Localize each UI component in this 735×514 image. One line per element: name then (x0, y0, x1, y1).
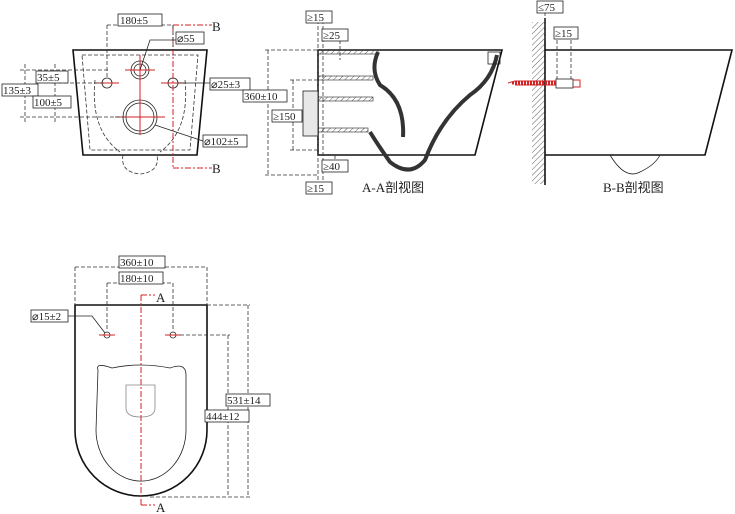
dim-aa-360: 360±10 (244, 91, 278, 103)
dim-top-360: 360±10 (120, 257, 154, 269)
seat-outline (95, 364, 187, 482)
dim-aa-150: ≥150 (273, 111, 296, 123)
section-bb-outline (545, 49, 734, 156)
dim-180-5: 180±5 (120, 15, 149, 27)
section-aa-caption: A-A剖视图 (362, 180, 424, 195)
section-aa-outline (317, 49, 504, 156)
dim-aa-15-top: ≥15 (307, 12, 325, 24)
dim-hole-102: ⌀102±5 (204, 136, 239, 148)
bowl-bottom-outline (122, 154, 158, 175)
dim-aa-15-bottom: ≥15 (307, 183, 325, 195)
dim-aa-40: ≥40 (323, 161, 341, 173)
dim-100-5: 100±5 (34, 97, 63, 109)
dim-444: 444±12 (206, 411, 240, 423)
dim-531: 531±14 (227, 395, 261, 407)
dim-35-5: 35±5 (37, 72, 60, 84)
bowl-section-wall (368, 54, 499, 172)
screw-icon (507, 79, 581, 88)
section-line-b (172, 24, 212, 169)
dim-bb-75: ≤75 (538, 2, 556, 14)
section-line-a (140, 294, 155, 506)
front-outline (72, 49, 208, 156)
section-bb-view: ≤75 ≥15 B-B剖视图 (507, 0, 734, 195)
section-b-top-label: B (212, 19, 221, 34)
section-a-bottom-label: A (156, 500, 166, 514)
top-view-outline (74, 304, 208, 497)
dim-top-180: 180±10 (120, 273, 154, 285)
top-view: 360±10 180±10 ⌀15±2 531±14 444±12 A A (30, 255, 271, 514)
section-bb-caption: B-B剖视图 (603, 180, 664, 195)
wall-hatch (532, 22, 545, 184)
section-a-top-label: A (156, 290, 166, 305)
section-b-bottom-label: B (212, 161, 221, 176)
fixing-block (302, 90, 319, 137)
dim-bb-15: ≥15 (555, 28, 573, 40)
dim-135-3: 135±3 (3, 85, 32, 97)
dim-hole-25: ⌀25±3 (211, 79, 241, 91)
dim-55: ⌀55 (177, 33, 195, 45)
section-aa-view: ≥15 ≥25 360±10 ≥150 ≥40 ≥15 A-A剖视图 (242, 10, 504, 195)
front-view: B B 180±5 ⌀55 35±5 135±3 100±5 ⌀25±3 ⌀10… (1, 13, 251, 176)
dim-hole-15: ⌀15±2 (32, 311, 61, 323)
dim-aa-25: ≥25 (323, 30, 341, 42)
